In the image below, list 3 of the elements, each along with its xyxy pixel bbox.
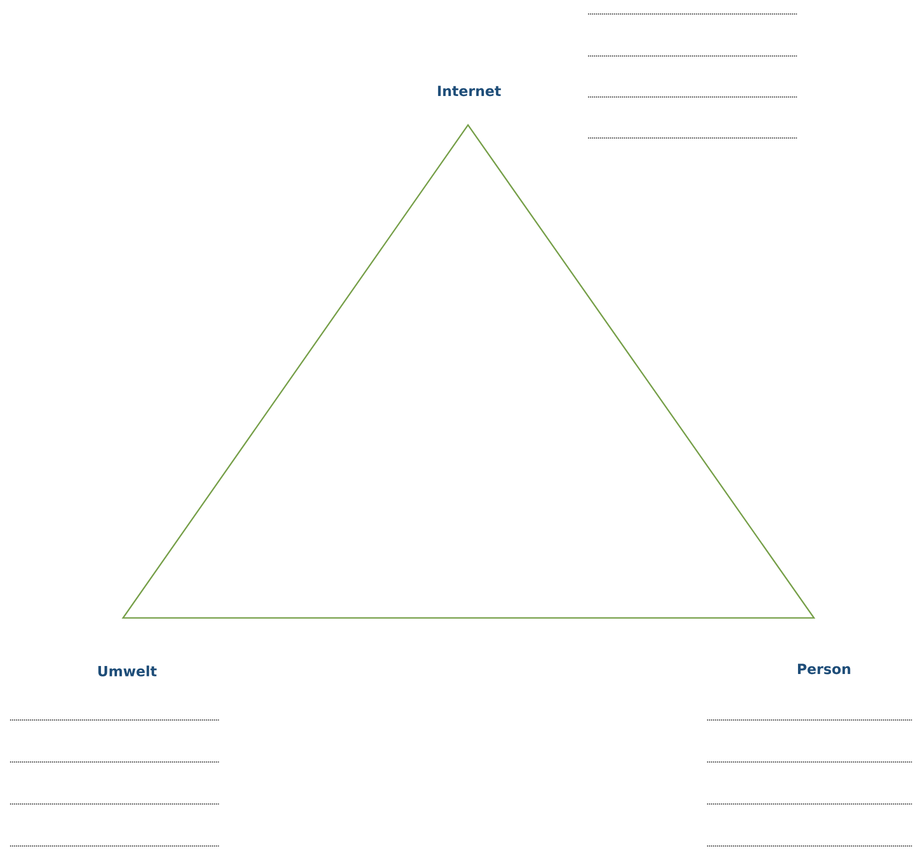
vertex-label: Umwelt [98,666,157,676]
vertex-label: Internet [438,86,501,96]
vertex-label: Person [798,664,850,674]
